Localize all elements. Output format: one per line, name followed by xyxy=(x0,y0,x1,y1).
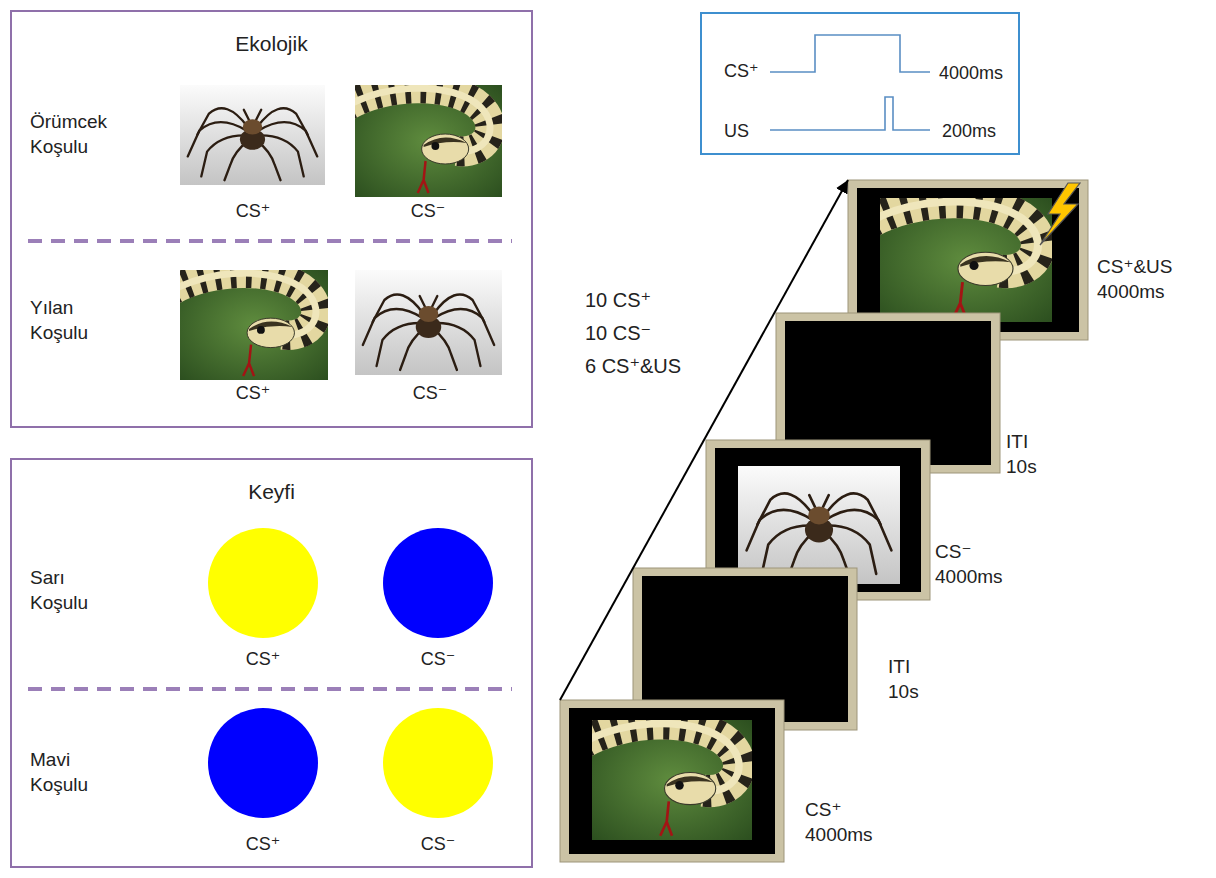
text-slot: Keyfi xyxy=(12,478,531,505)
blue-circle xyxy=(383,528,493,638)
illustration-part xyxy=(581,720,752,840)
label-slot: CS⁺ xyxy=(236,200,271,223)
label-slot: 10 CS⁻ xyxy=(585,320,651,346)
snake-picture xyxy=(170,270,328,380)
illustration-part xyxy=(857,188,1079,332)
label-slot: 6 CS⁺&US xyxy=(585,353,681,379)
illustration-part xyxy=(869,198,1052,322)
frame-label: CS⁺ 4000ms xyxy=(805,798,873,847)
snake-picture xyxy=(345,85,502,197)
timing-label: 4000ms xyxy=(939,62,1003,85)
timing-label: CS⁺ xyxy=(724,60,759,83)
condition-label: Mavi Koşulu xyxy=(30,748,88,797)
screen-frame xyxy=(560,700,784,862)
screen-frame: CS⁻ 4000ms xyxy=(706,440,930,600)
label-slot: CS⁻ xyxy=(411,200,446,223)
text-slot: CS⁻ 4000ms xyxy=(935,540,1003,589)
text-slot: US xyxy=(724,120,749,143)
label-slot: Yılan Koşulu xyxy=(30,296,88,345)
time-arrow xyxy=(560,180,848,700)
trial-count: 10 CS⁺ xyxy=(585,287,651,313)
stimulus-label: CS⁻ xyxy=(421,833,456,856)
screen-frame: ITI 10s xyxy=(633,568,857,730)
frame-label: ITI 10s xyxy=(1006,430,1037,479)
label-slot: CS⁻ xyxy=(421,648,456,671)
text-slot: CS⁺&US 4000ms xyxy=(1097,255,1173,304)
panel-title: Ekolojik xyxy=(12,30,531,57)
stimulus-label: CS⁺ xyxy=(236,382,271,405)
label-slot: CS⁺ xyxy=(236,382,271,405)
stimulus-label: CS⁻ xyxy=(421,648,456,671)
timing-label: 200ms xyxy=(942,120,996,143)
label-slot: Örümcek Koşulu xyxy=(30,110,107,159)
trial-count: 6 CS⁺&US xyxy=(585,353,681,379)
stimulus-label: CS⁺ xyxy=(246,648,281,671)
screen-frame: CS⁺ 4000ms xyxy=(560,700,784,862)
label-slot: CS⁺ xyxy=(246,648,281,671)
frame-label: CS⁻ 4000ms xyxy=(935,540,1003,589)
spider-picture xyxy=(180,85,325,185)
shock-bolt xyxy=(1040,183,1080,245)
panel-title: Keyfi xyxy=(12,478,531,505)
illustration-part xyxy=(569,708,775,854)
condition-label: Sarı Koşulu xyxy=(30,566,88,615)
frame-label: ITI 10s xyxy=(888,655,919,704)
label-slot: Mavi Koşulu xyxy=(30,748,88,797)
label-slot: Sarı Koşulu xyxy=(30,566,88,615)
text-slot: CS⁺ 4000ms xyxy=(805,798,873,847)
us-waveform xyxy=(770,97,930,130)
illustration-part xyxy=(738,466,900,584)
cs-waveform xyxy=(770,35,930,72)
spider-picture xyxy=(355,270,502,375)
text-slot: 200ms xyxy=(942,120,996,143)
stimulus-label: CS⁻ xyxy=(413,382,448,405)
frame-label: CS⁺&US 4000ms xyxy=(1097,255,1173,304)
screen-frame: ITI 10s xyxy=(776,313,1000,473)
timing-label: US xyxy=(724,120,749,143)
stimulus-label: CS⁺ xyxy=(236,200,271,223)
stimulus-label: CS⁺ xyxy=(246,833,281,856)
text-slot: 4000ms xyxy=(939,62,1003,85)
label-slot: CS⁺ xyxy=(246,833,281,856)
divider-dashed xyxy=(28,239,512,243)
text-slot: Ekolojik xyxy=(12,30,531,57)
label-slot: 10 CS⁺ xyxy=(585,287,651,313)
stimulus-label: CS⁻ xyxy=(411,200,446,223)
trial-count: 10 CS⁻ xyxy=(585,320,651,346)
text-slot: ITI 10s xyxy=(888,655,919,704)
divider-dashed xyxy=(28,687,512,691)
label-slot: CS⁻ xyxy=(413,382,448,405)
timing-box: CS⁺ 4000msUS 200ms xyxy=(700,12,1020,155)
illustration-part xyxy=(560,700,784,862)
text-slot: ITI 10s xyxy=(1006,430,1037,479)
text-slot: CS⁺ xyxy=(724,60,759,83)
label-slot: CS⁻ xyxy=(421,833,456,856)
blue-circle xyxy=(208,708,318,818)
condition-label: Örümcek Koşulu xyxy=(30,110,107,159)
yellow-circle xyxy=(383,708,493,818)
condition-label: Yılan Koşulu xyxy=(30,296,88,345)
yellow-circle xyxy=(208,528,318,638)
screen-frame: CS⁺&US 4000ms xyxy=(848,180,1088,340)
condition-panel: Ekolojik xyxy=(10,10,533,428)
